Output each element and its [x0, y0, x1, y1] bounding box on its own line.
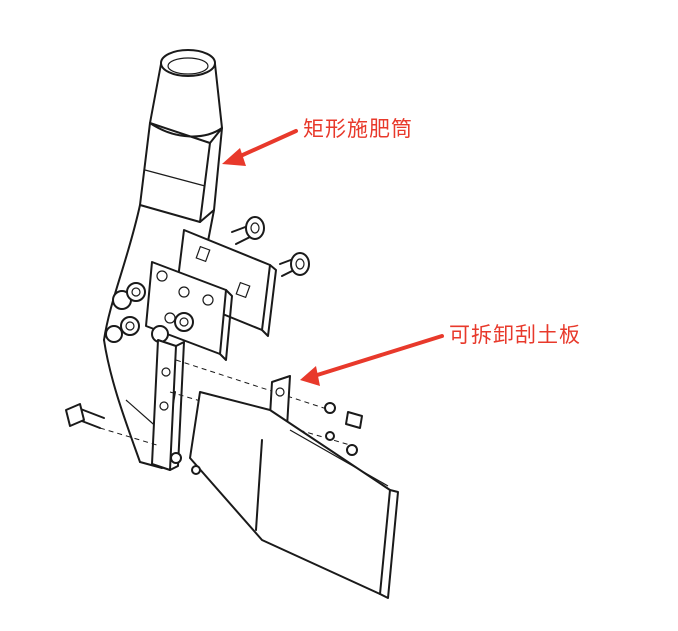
mounting-plates	[145, 229, 277, 361]
vertical-bracket	[151, 339, 185, 471]
callout-arrow-tube	[222, 129, 298, 166]
label-removable-scraper-plate: 可拆卸刮土板	[449, 323, 581, 347]
lower-bolts	[65, 402, 363, 475]
callout-arrow-scraper	[300, 334, 444, 386]
removable-scraper-plate	[189, 375, 399, 599]
label-rect-fertilizer-tube: 矩形施肥筒	[303, 117, 413, 141]
